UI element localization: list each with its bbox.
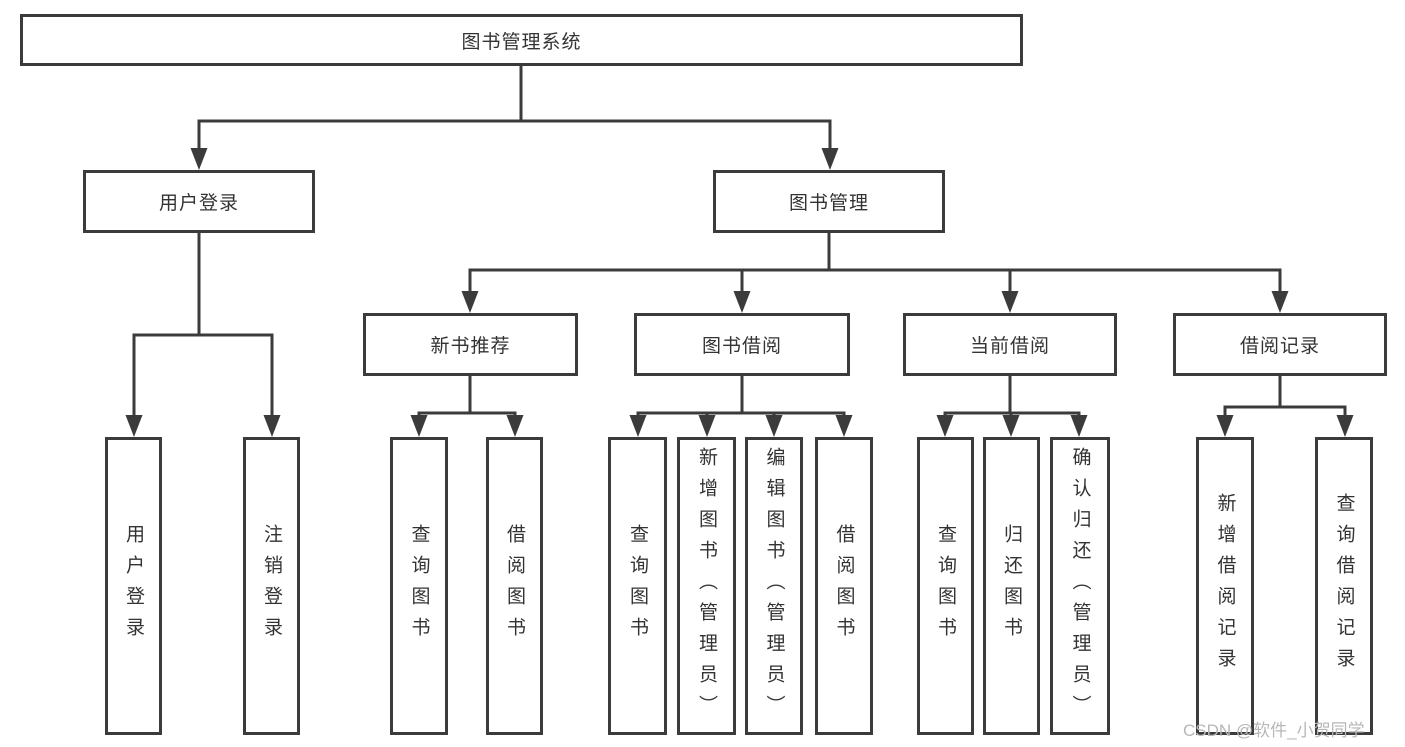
node-borrowing-records: 借阅记录 [1173, 313, 1387, 376]
node-book-borrowing: 图书借阅 [634, 313, 850, 376]
leaf-current-query-books: 查询图书 [917, 437, 974, 735]
leaf-return-books: 归还图书 [983, 437, 1040, 735]
node-borrowing-records-label: 借阅记录 [1239, 336, 1320, 357]
leaf-query-borrowing-record-label: 查询借阅记录 [1333, 493, 1355, 679]
leaf-confirm-return-admin-label: 确认归还（管理员） [1069, 446, 1091, 726]
leaf-recommend-borrow-books: 借阅图书 [486, 437, 543, 735]
node-book-management: 图书管理 [713, 170, 945, 233]
leaf-logout-label: 注销登录 [261, 524, 282, 648]
node-user-login: 用户登录 [83, 170, 315, 233]
csdn-watermark: CSDN @软件_小贺同学 [1183, 721, 1365, 740]
node-book-management-label: 图书管理 [788, 193, 869, 214]
leaf-edit-books-admin-label: 编辑图书（管理员） [763, 446, 785, 726]
leaf-recommend-query-books-label: 查询图书 [408, 524, 430, 648]
leaf-logout: 注销登录 [243, 437, 300, 735]
leaf-current-query-books-label: 查询图书 [935, 524, 956, 648]
node-new-book-recommend-label: 新书推荐 [430, 336, 511, 357]
node-library-management-system-label: 图书管理系统 [461, 31, 582, 53]
leaf-borrowing-query-books-label: 查询图书 [627, 524, 648, 648]
leaf-user-login-label: 用户登录 [123, 524, 144, 648]
node-current-borrowing: 当前借阅 [903, 313, 1117, 376]
leaf-borrowing-borrow-books-label: 借阅图书 [833, 524, 855, 648]
leaf-user-login: 用户登录 [105, 437, 162, 735]
node-library-management-system: 图书管理系统 [20, 14, 1023, 66]
node-current-borrowing-label: 当前借阅 [969, 336, 1050, 357]
node-new-book-recommend: 新书推荐 [363, 313, 578, 376]
leaf-edit-books-admin: 编辑图书（管理员） [745, 437, 803, 735]
leaf-add-borrowing-record: 新增借阅记录 [1196, 437, 1254, 735]
node-book-borrowing-label: 图书借阅 [701, 336, 782, 357]
leaf-recommend-borrow-books-label: 借阅图书 [504, 524, 525, 648]
leaf-add-books-admin-label: 新增图书（管理员） [696, 446, 717, 726]
leaf-borrowing-borrow-books: 借阅图书 [815, 437, 873, 735]
leaf-confirm-return-admin: 确认归还（管理员） [1050, 437, 1110, 735]
leaf-query-borrowing-record: 查询借阅记录 [1315, 437, 1373, 735]
node-user-login-label: 用户登录 [158, 193, 239, 214]
leaf-return-books-label: 归还图书 [1001, 524, 1022, 648]
leaf-add-borrowing-record-label: 新增借阅记录 [1214, 493, 1236, 679]
leaf-borrowing-query-books: 查询图书 [608, 437, 667, 735]
leaf-add-books-admin: 新增图书（管理员） [677, 437, 736, 735]
leaf-recommend-query-books: 查询图书 [390, 437, 448, 735]
